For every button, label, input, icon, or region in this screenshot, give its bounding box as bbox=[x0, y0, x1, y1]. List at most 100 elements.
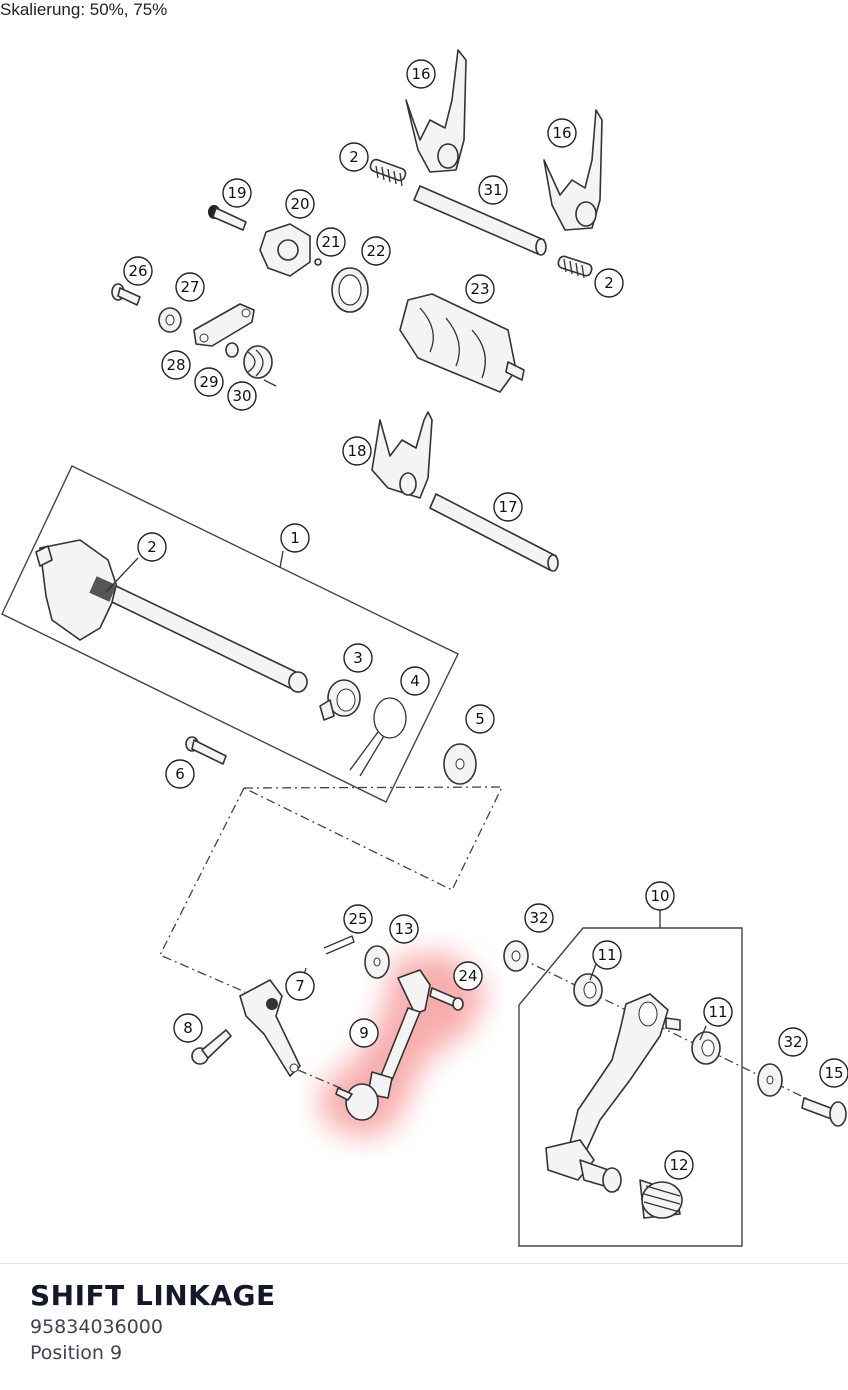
svg-text:30: 30 bbox=[232, 387, 251, 405]
shift-lever-7 bbox=[239, 979, 301, 1077]
washer-5 bbox=[443, 743, 477, 785]
shift-fork-18 bbox=[371, 411, 433, 499]
svg-text:12: 12 bbox=[669, 1156, 688, 1174]
shift-rod-17 bbox=[429, 493, 559, 572]
callout-2-right: 2 bbox=[594, 268, 624, 298]
part-caption: SHIFT LINKAGE 95834036000 Position 9 bbox=[30, 1278, 276, 1366]
callout-2-shaft: 2 bbox=[137, 532, 167, 562]
callout-29: 29 bbox=[194, 367, 224, 397]
cotter-pin-25 bbox=[323, 935, 355, 955]
svg-text:8: 8 bbox=[183, 1019, 193, 1037]
svg-text:23: 23 bbox=[470, 280, 489, 298]
svg-text:5: 5 bbox=[475, 710, 485, 728]
svg-text:3: 3 bbox=[353, 649, 363, 667]
assembly-path-dashed bbox=[243, 786, 504, 891]
callout-9: 9 bbox=[349, 1018, 379, 1048]
callout-7: 7 bbox=[285, 971, 315, 1001]
spring-30 bbox=[243, 345, 277, 387]
svg-text:11: 11 bbox=[708, 1003, 727, 1021]
svg-text:31: 31 bbox=[483, 181, 502, 199]
svg-text:7: 7 bbox=[295, 977, 305, 995]
svg-text:32: 32 bbox=[783, 1033, 802, 1051]
callout-13: 13 bbox=[389, 914, 419, 944]
callout-15: 15 bbox=[819, 1058, 848, 1088]
callout-16-upper-right: 16 bbox=[547, 118, 577, 148]
svg-text:1: 1 bbox=[290, 529, 300, 547]
svg-text:13: 13 bbox=[394, 920, 413, 938]
part-position: Position 9 bbox=[30, 1342, 123, 1364]
svg-text:2: 2 bbox=[604, 274, 614, 292]
caption-title: SHIFT LINKAGE bbox=[30, 1279, 276, 1312]
callout-32-right: 32 bbox=[778, 1027, 808, 1057]
callout-1: 1 bbox=[280, 523, 310, 553]
svg-text:10: 10 bbox=[650, 887, 669, 905]
callout-5: 5 bbox=[465, 704, 495, 734]
svg-text:9: 9 bbox=[359, 1024, 369, 1042]
callout-31: 31 bbox=[478, 175, 508, 205]
caption-divider bbox=[0, 1263, 848, 1264]
svg-text:32: 32 bbox=[529, 909, 548, 927]
callout-8: 8 bbox=[173, 1013, 203, 1043]
assembly-axis-right bbox=[519, 957, 841, 1116]
callout-20: 20 bbox=[285, 189, 315, 219]
svg-text:21: 21 bbox=[321, 233, 340, 251]
callout-18: 18 bbox=[342, 436, 372, 466]
svg-text:15: 15 bbox=[824, 1064, 843, 1082]
callout-32-left: 32 bbox=[524, 903, 554, 933]
callout-2-upper: 2 bbox=[339, 142, 369, 172]
washer-29 bbox=[225, 342, 239, 358]
part-number: 95834036000 bbox=[30, 1316, 163, 1338]
shift-rod-9 bbox=[335, 969, 431, 1121]
svg-text:27: 27 bbox=[180, 278, 199, 296]
shift-pedal-10 bbox=[545, 993, 681, 1193]
callout-25: 25 bbox=[343, 904, 373, 934]
callout-11-left: 11 bbox=[592, 940, 622, 970]
svg-text:2: 2 bbox=[349, 148, 359, 166]
callout-27: 27 bbox=[175, 272, 205, 302]
pin-21 bbox=[314, 258, 322, 266]
washer-22 bbox=[331, 267, 369, 313]
callout-6: 6 bbox=[165, 759, 195, 789]
callout-19: 19 bbox=[222, 178, 252, 208]
svg-text:28: 28 bbox=[166, 356, 185, 374]
assembly-axis-7 bbox=[297, 1069, 346, 1091]
svg-text:2: 2 bbox=[147, 538, 157, 556]
svg-text:18: 18 bbox=[347, 442, 366, 460]
spring-right bbox=[557, 255, 593, 279]
callout-11-right: 11 bbox=[703, 997, 733, 1027]
svg-text:24: 24 bbox=[458, 967, 477, 985]
svg-text:6: 6 bbox=[175, 765, 185, 783]
svg-text:19: 19 bbox=[227, 184, 246, 202]
shift-shaft-1 bbox=[35, 539, 308, 693]
bearing-11-left bbox=[573, 973, 603, 1007]
bolt-6 bbox=[185, 736, 227, 765]
svg-text:11: 11 bbox=[597, 946, 616, 964]
washer-32-right bbox=[757, 1063, 783, 1097]
callout-30: 30 bbox=[227, 381, 257, 411]
spring-upper bbox=[369, 158, 407, 187]
callout-23: 23 bbox=[465, 274, 495, 304]
scale-note: Skalierung: 50%, 75% bbox=[0, 0, 168, 19]
callout-16-upper-left: 16 bbox=[406, 59, 436, 89]
locking-lever-28 bbox=[193, 303, 255, 347]
washer-27 bbox=[158, 307, 182, 333]
svg-text:20: 20 bbox=[290, 195, 309, 213]
callout-12: 12 bbox=[664, 1150, 694, 1180]
svg-text:17: 17 bbox=[498, 498, 517, 516]
callout-26: 26 bbox=[123, 256, 153, 286]
callout-4: 4 bbox=[400, 666, 430, 696]
bolt-19 bbox=[208, 205, 247, 231]
bolt-8 bbox=[191, 1029, 232, 1065]
callout-22: 22 bbox=[361, 236, 391, 266]
assembly-10-frame bbox=[518, 927, 743, 1247]
washer-13 bbox=[364, 945, 390, 979]
callout-24: 24 bbox=[453, 961, 483, 991]
shift-fork-upper-left bbox=[405, 49, 467, 173]
bolt-26 bbox=[111, 283, 141, 306]
svg-text:4: 4 bbox=[410, 672, 420, 690]
callout-21: 21 bbox=[316, 227, 346, 257]
svg-text:29: 29 bbox=[199, 373, 218, 391]
assembly-1-frame bbox=[1, 465, 459, 803]
shift-rod-31 bbox=[413, 185, 547, 256]
callout-10: 10 bbox=[645, 881, 675, 911]
